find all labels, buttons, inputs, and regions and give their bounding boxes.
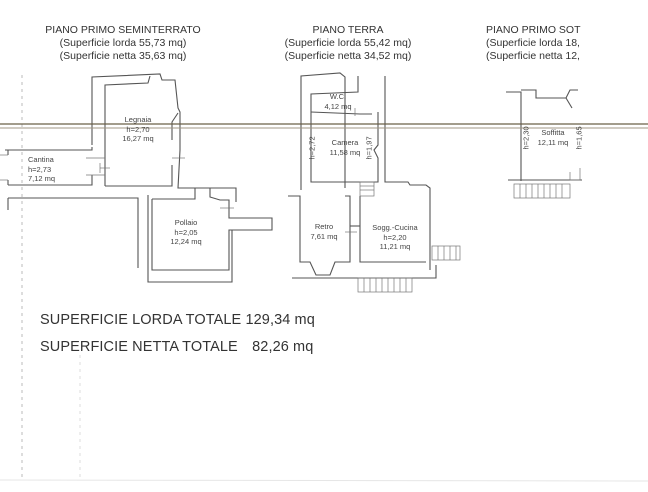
room-legnaia: Legnaia h=2,70 16,27 mq (108, 115, 168, 144)
floor-lorda: (Superficie lorda 18, (486, 37, 580, 49)
floor-title-terra: PIANO TERRA (Superficie lorda 55,42 mq) … (278, 24, 418, 63)
room-name: Camera (331, 138, 359, 147)
floor-netta: (Superficie netta 34,52 mq) (284, 50, 412, 62)
room-name: Pollaio (174, 218, 198, 227)
room-area: 11,58 mq (329, 147, 361, 157)
total-lorda-value: 129,34 mq (245, 312, 315, 328)
floor-lorda: (Superficie lorda 55,73 mq) (59, 37, 187, 49)
total-netta-label: SUPERFICIE NETTA TOTALE (40, 339, 238, 355)
floor-netta: (Superficie netta 35,63 mq) (59, 50, 187, 62)
room-area: 12,11 mq (537, 137, 569, 147)
room-area: 12,24 mq (170, 237, 202, 246)
room-height: h=2,20 (383, 232, 407, 242)
camera-height-right: h=1,97 (364, 136, 374, 160)
room-name: Retro (314, 222, 334, 231)
room-height: h=2,70 (126, 124, 150, 134)
soffitta-height-left: h=2,30 (521, 126, 531, 150)
terra-walls (288, 72, 461, 293)
room-name: Cantina (28, 155, 54, 164)
room-name: Sogg.-Cucina (372, 223, 418, 232)
room-name: Legnaia (124, 115, 152, 124)
sottotetto-walls (506, 89, 582, 199)
floor-name: PIANO PRIMO SOT (486, 24, 581, 36)
seminterrato-walls (0, 73, 273, 283)
room-area: 7,61 mq (310, 231, 338, 241)
floor-title-sottotetto: PIANO PRIMO SOT (Superficie lorda 18, (S… (486, 24, 648, 63)
total-netta: SUPERFICIE NETTA TOTALE 82,26 mq (40, 339, 313, 355)
total-lorda: SUPERFICIE LORDA TOTALE 129,34 mq (40, 312, 315, 328)
floor-name: PIANO PRIMO SEMINTERRATO (45, 24, 201, 36)
room-sogg-cucina: Sogg.-Cucina h=2,20 11,21 mq (364, 223, 426, 252)
floor-name: PIANO TERRA (312, 24, 384, 36)
room-area: 4,12 mq (324, 101, 352, 111)
room-height: h=2,73 (28, 164, 52, 174)
room-wc: W.C. 4,12 mq (318, 92, 358, 111)
room-name: Soffitta (541, 128, 565, 137)
total-lorda-label: SUPERFICIE LORDA TOTALE (40, 312, 242, 328)
floor-netta: (Superficie netta 12, (486, 50, 580, 62)
room-camera: Camera 11,58 mq (322, 138, 368, 157)
room-area: 11,21 mq (379, 242, 411, 251)
room-retro: Retro 7,61 mq (304, 222, 344, 241)
camera-height-left: h=2,72 (307, 136, 317, 160)
total-netta-value: 82,26 mq (252, 339, 314, 355)
floor-title-seminterrato: PIANO PRIMO SEMINTERRATO (Superficie lor… (28, 24, 218, 63)
room-cantina: Cantina h=2,73 7,12 mq (28, 155, 66, 184)
floor-lorda: (Superficie lorda 55,42 mq) (284, 37, 412, 49)
room-pollaio: Pollaio h=2,05 12,24 mq (160, 218, 212, 247)
room-area: 16,27 mq (122, 134, 154, 143)
soffitta-height-right: h=1,65 (574, 126, 584, 150)
room-soffitta: Soffitta 12,11 mq (530, 128, 576, 147)
room-name: W.C. (329, 92, 347, 101)
room-area: 7,12 mq (28, 174, 56, 183)
room-height: h=2,05 (174, 227, 198, 237)
